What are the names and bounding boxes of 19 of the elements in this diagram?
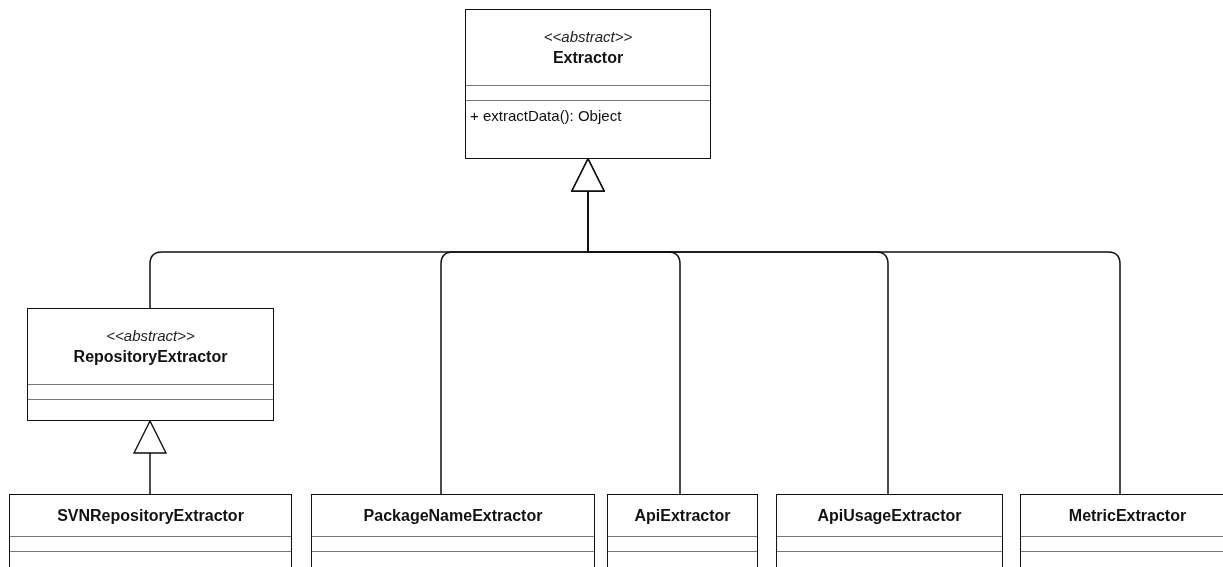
method-signature: + extractData(): Object xyxy=(470,107,622,124)
class-box xyxy=(607,494,758,567)
class-name: MetricExtractor xyxy=(1068,505,1187,526)
class-box xyxy=(776,494,1003,567)
stereotype-label: <<abstract>> xyxy=(543,26,633,47)
class-name: ApiUsageExtractor xyxy=(817,505,962,526)
generalization-arrow xyxy=(571,158,1121,495)
class-name: Extractor xyxy=(552,47,624,68)
class-box xyxy=(1020,494,1223,567)
generalization-arrow xyxy=(133,420,167,495)
class-name: PackageNameExtractor xyxy=(363,505,543,526)
stereotype-label: <<abstract>> xyxy=(106,325,195,346)
class-box xyxy=(311,494,595,567)
class-name: RepositoryExtractor xyxy=(73,346,228,367)
class-name: SVNRepositoryExtractor xyxy=(57,505,244,526)
class-box xyxy=(465,9,711,159)
class-name: ApiExtractor xyxy=(634,505,731,526)
class-box xyxy=(9,494,292,567)
class-box xyxy=(27,308,274,421)
